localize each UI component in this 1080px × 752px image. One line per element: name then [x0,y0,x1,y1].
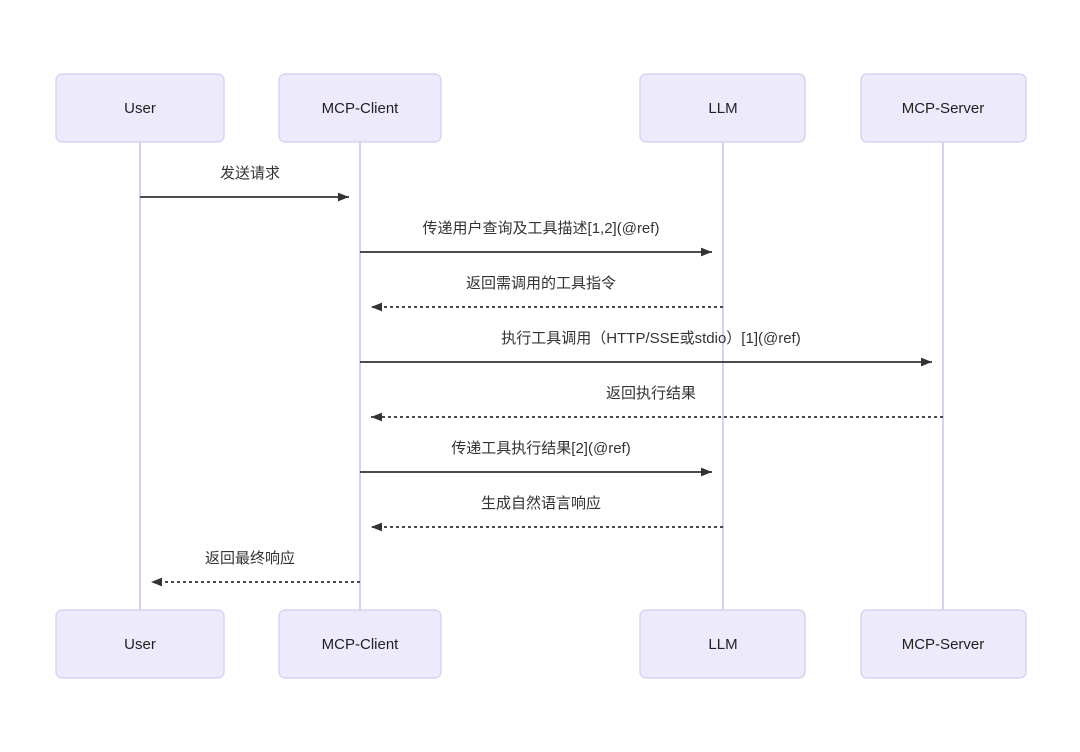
actor-box-llm-bottom[interactable]: LLM [639,609,806,679]
actor-label-user-bottom: User [124,636,156,653]
message-label-3: 返回需调用的工具指令 [466,275,616,292]
message-label-4: 执行工具调用（HTTP/SSE或stdio）[1](@ref) [501,330,800,347]
actor-box-llm-top[interactable]: LLM [639,73,806,143]
actor-box-mcp-server-top[interactable]: MCP-Server [860,73,1027,143]
actor-box-user-top[interactable]: User [55,73,225,143]
actor-box-user-bottom[interactable]: User [55,609,225,679]
actor-box-mcp-client-bottom[interactable]: MCP-Client [278,609,442,679]
message-7[interactable]: 生成自然语言响应 [371,494,723,532]
actor-rect[interactable] [278,73,442,143]
message-8[interactable]: 返回最终响应 [151,549,360,587]
message-5[interactable]: 返回执行结果 [371,385,943,422]
message-label-1: 发送请求 [220,165,280,182]
message-1[interactable]: 发送请求 [140,165,349,202]
actor-label-mcp-client-top: MCP-Client [322,100,400,117]
message-4[interactable]: 执行工具调用（HTTP/SSE或stdio）[1](@ref) [360,330,932,367]
message-label-7: 生成自然语言响应 [481,494,601,512]
actor-label-mcp-server-top: MCP-Server [902,100,985,117]
actor-rect[interactable] [55,73,225,143]
actor-label-llm-top: LLM [708,100,737,117]
actor-rect[interactable] [55,609,225,679]
actor-rect[interactable] [639,73,806,143]
message-label-5: 返回执行结果 [606,385,696,402]
actor-rect[interactable] [860,609,1027,679]
actor-footer-row: User MCP-Client LLM MCP-Server [55,609,1027,679]
message-3[interactable]: 返回需调用的工具指令 [371,275,723,312]
actor-label-user-top: User [124,100,156,117]
message-label-2: 传递用户查询及工具描述[1,2](@ref) [423,220,660,237]
actor-rect[interactable] [639,609,806,679]
actor-label-mcp-client-bottom: MCP-Client [322,636,400,653]
message-label-6: 传递工具执行结果[2](@ref) [451,440,630,457]
actor-header-row: User MCP-Client LLM MCP-Server [55,73,1027,143]
actor-label-mcp-server-bottom: MCP-Server [902,636,985,653]
message-6[interactable]: 传递工具执行结果[2](@ref) [360,440,712,477]
messages: 发送请求 传递用户查询及工具描述[1,2](@ref) 返回需调用的工具指令 执… [140,165,943,587]
message-2[interactable]: 传递用户查询及工具描述[1,2](@ref) [360,220,712,257]
actor-box-mcp-client-top[interactable]: MCP-Client [278,73,442,143]
lifelines [139,142,944,610]
actor-box-mcp-server-bottom[interactable]: MCP-Server [860,609,1027,679]
actor-rect[interactable] [278,609,442,679]
actor-rect[interactable] [860,73,1027,143]
message-label-8: 返回最终响应 [205,549,295,567]
actor-label-llm-bottom: LLM [708,636,737,653]
